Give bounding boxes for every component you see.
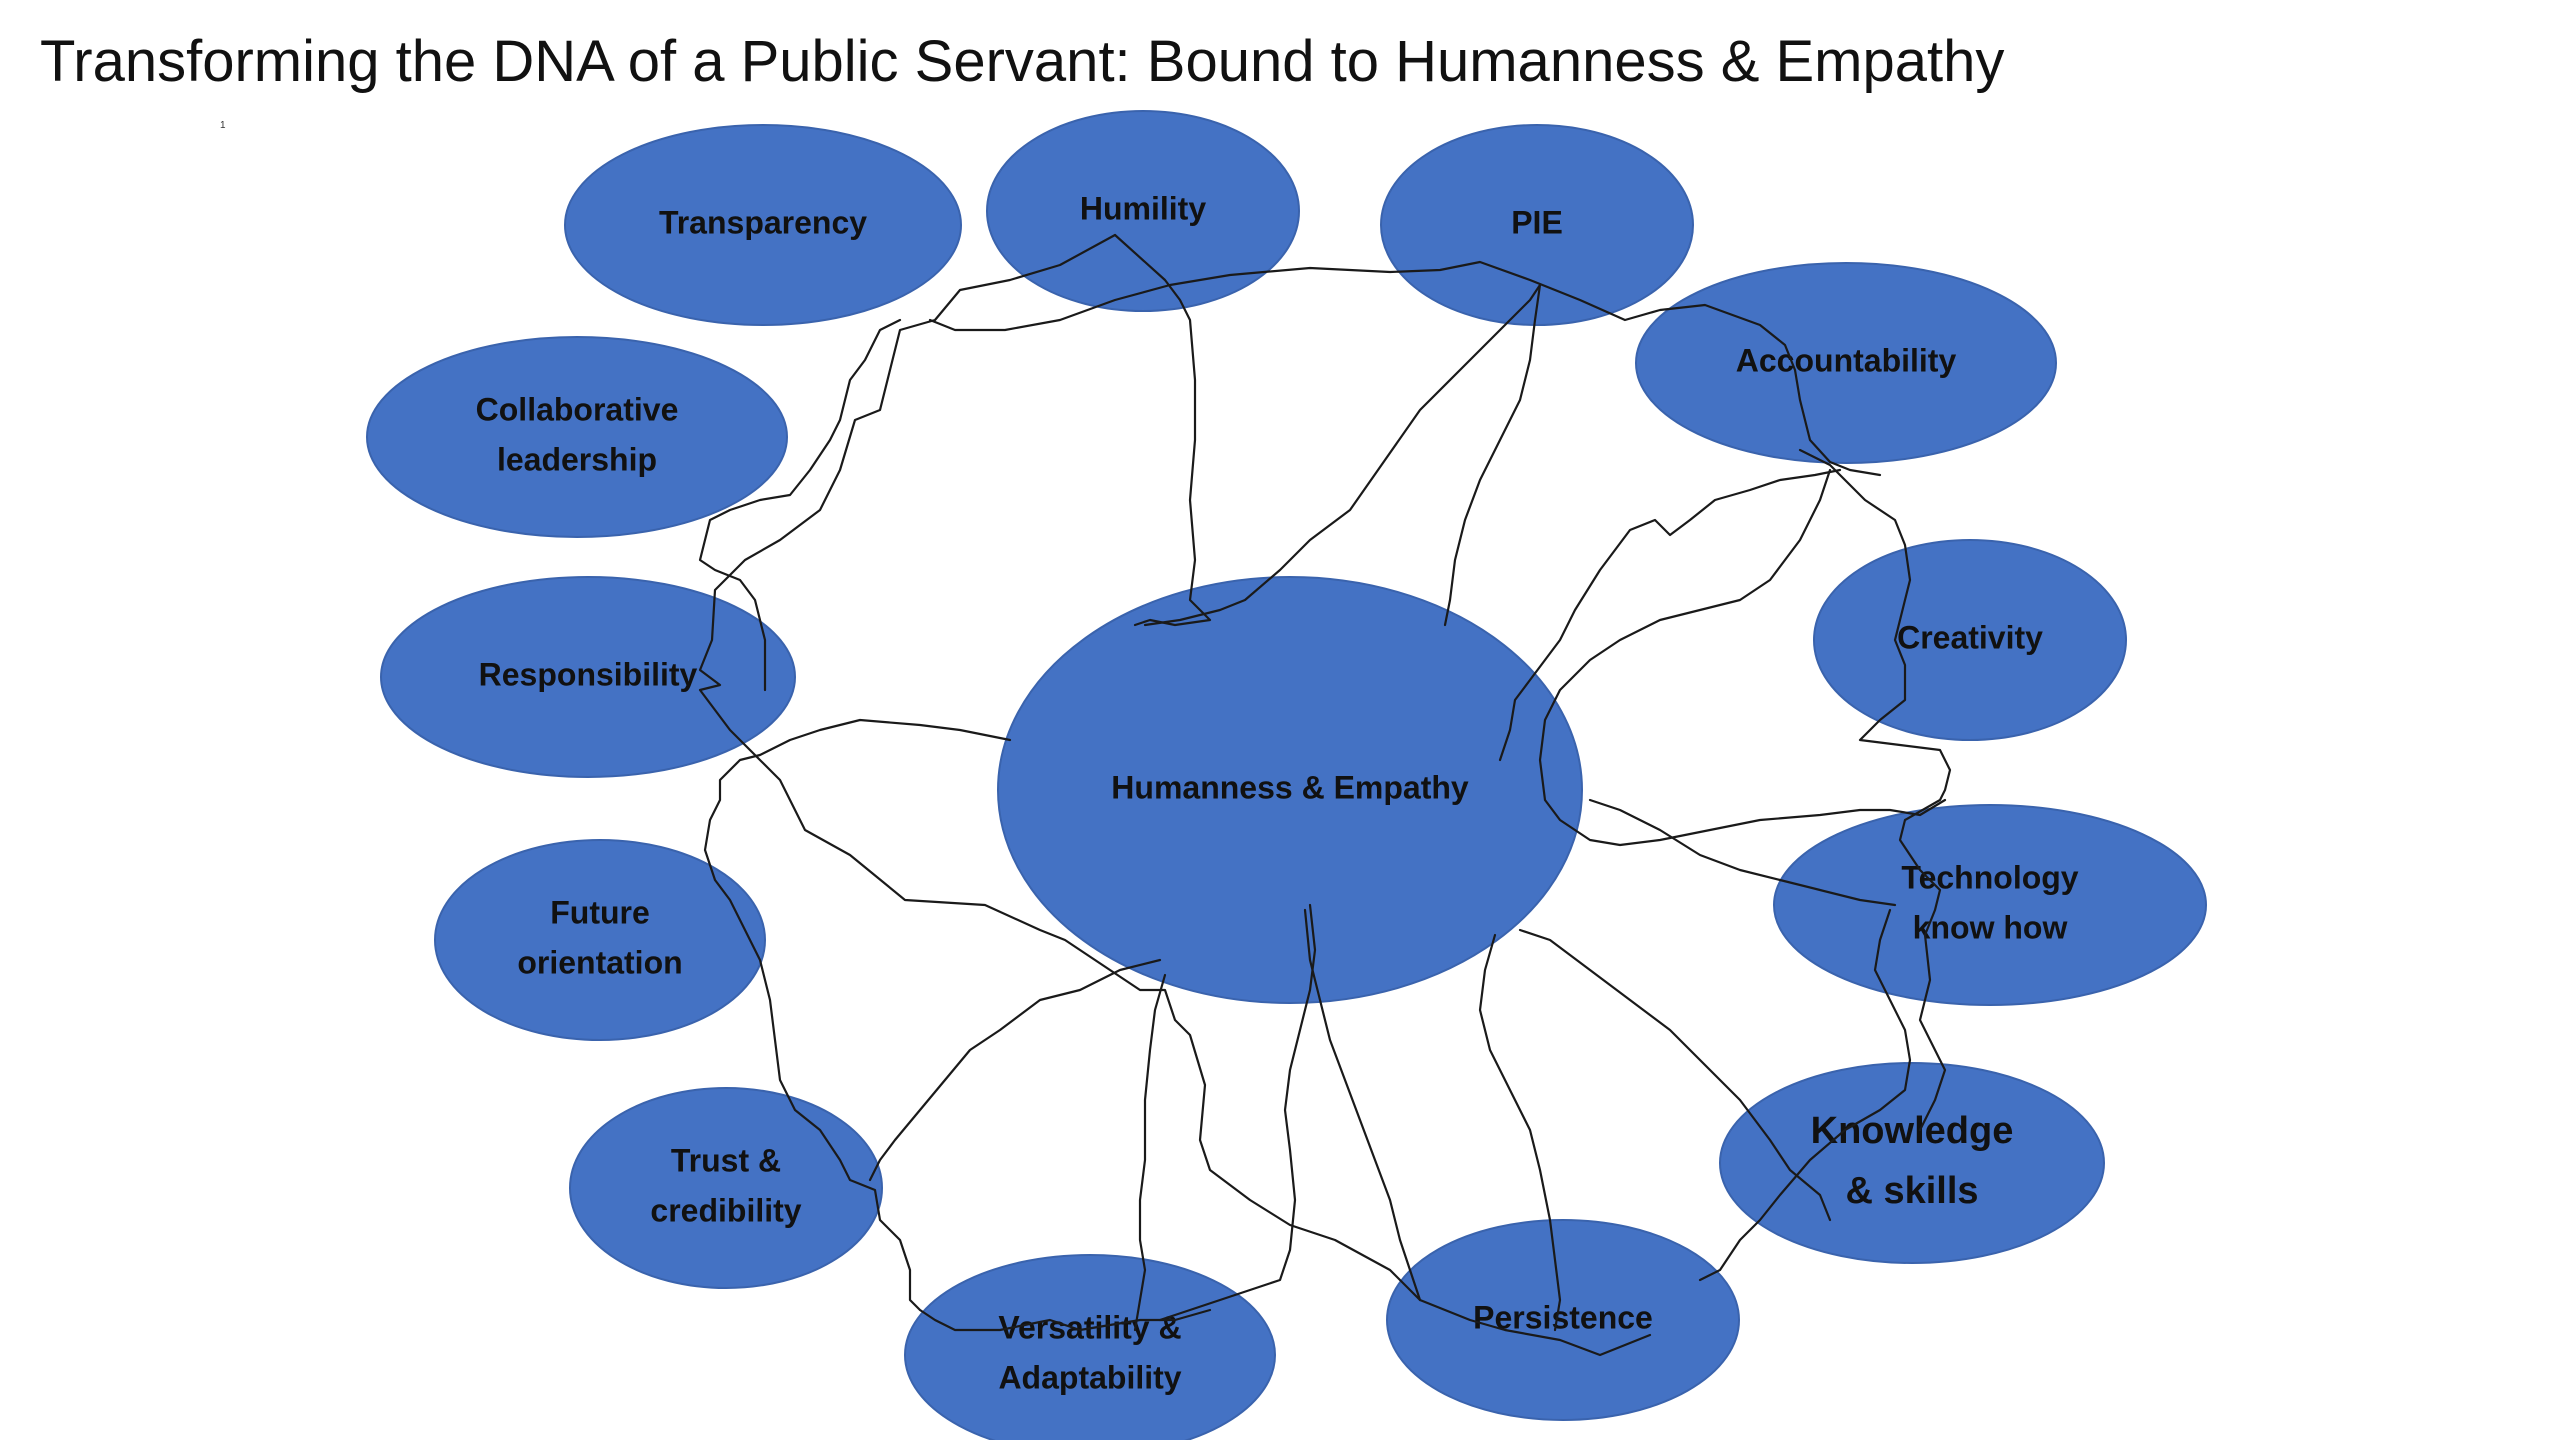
node-center-label: Humanness & Empathy: [1111, 769, 1469, 805]
node-future-orientation-label: Future: [550, 894, 650, 930]
node-future-orientation-ellipse: [434, 839, 766, 1041]
node-versatility-adaptability-label: Adaptability: [998, 1359, 1181, 1395]
node-technology-know-how-label: Technology: [1901, 859, 2078, 895]
node-responsibility: Responsibility: [380, 576, 796, 778]
node-collaborative-leadership-label: leadership: [497, 441, 657, 477]
node-technology-know-how-ellipse: [1773, 804, 2207, 1006]
node-collaborative-leadership: Collaborative leadership: [366, 336, 788, 538]
node-trust-credibility-ellipse: [569, 1087, 883, 1289]
node-transparency-label: Transparency: [659, 204, 867, 240]
node-future-orientation: Future orientation: [434, 839, 766, 1041]
node-knowledge-skills: Knowledge & skills: [1719, 1062, 2105, 1264]
node-responsibility-ellipse: [380, 576, 796, 778]
connector-humility-down: [1113, 233, 1212, 627]
connector-technology-knowledge: [1698, 908, 1912, 1282]
connector-pie-to-center: [1143, 283, 1542, 627]
node-versatility-adaptability: Versatility &Adaptability: [904, 1254, 1276, 1440]
node-trust-credibility-label: credibility: [650, 1192, 801, 1228]
node-humility-label: Humility: [1080, 190, 1206, 226]
node-accountability-ellipse: [1635, 262, 2057, 464]
node-persistence-ellipse: [1386, 1219, 1740, 1421]
connector-center-to-trust: [868, 958, 1162, 1182]
node-center: Humanness & Empathy: [997, 576, 1583, 1004]
node-knowledge-skills-label: Knowledge: [1811, 1110, 2014, 1152]
node-trust-credibility: Trust & credibility: [569, 1087, 883, 1289]
node-collaborative-leadership-ellipse: [366, 336, 788, 538]
node-persistence-label: Persistence: [1473, 1299, 1653, 1335]
connector-accountability-sweep: [1538, 468, 1947, 847]
connector-accountability-to-center: [1498, 468, 1842, 762]
connector-left-upper: [698, 318, 902, 692]
slide-title: Transforming the DNA of a Public Servant…: [40, 29, 2005, 94]
node-pie-label: PIE: [1511, 204, 1563, 240]
node-knowledge-skills-ellipse: [1719, 1062, 2105, 1264]
connector-center-to-versatility: [1303, 908, 1422, 1302]
connector-humility-to-center: [698, 233, 1652, 1357]
node-creativity-ellipse: [1813, 539, 2127, 741]
node-transparency: Transparency: [564, 124, 962, 326]
node-persistence: Persistence: [1386, 1219, 1740, 1421]
footnote-mark: 1: [220, 120, 226, 131]
node-creativity: Creativity: [1813, 539, 2127, 741]
node-creativity-label: Creativity: [1897, 619, 2043, 655]
hand-drawn-connectors: [698, 233, 1952, 1357]
connector-center-to-technology: [1588, 798, 1897, 907]
node-pie-ellipse: [1380, 124, 1694, 326]
connector-center-to-knowledge: [1518, 928, 1832, 1222]
node-knowledge-skills-label: & skills: [1845, 1170, 1978, 1212]
node-collaborative-leadership-label: Collaborative: [476, 391, 679, 427]
node-technology-know-how: Technology know how: [1773, 804, 2207, 1006]
node-technology-know-how-label: know how: [1913, 909, 2068, 945]
node-responsibility-label: Responsibility: [479, 656, 698, 692]
connector-center-to-versatility-left: [1133, 973, 1167, 1332]
node-center-ellipse: [997, 576, 1583, 1004]
connector-center-down: [1158, 903, 1317, 1322]
node-future-orientation-label: orientation: [517, 944, 682, 980]
connector-center-to-persistence: [1478, 933, 1562, 1332]
node-accountability: Accountability: [1635, 262, 2057, 464]
connector-top-arc: [928, 260, 1882, 477]
connector-accountability-loop: [1798, 448, 1952, 1132]
node-transparency-ellipse: [564, 124, 962, 326]
node-pie: PIE: [1380, 124, 1694, 326]
node-trust-credibility-label: Trust &: [671, 1142, 781, 1178]
node-humility: Humility: [986, 110, 1300, 312]
node-versatility-adaptability-ellipse: [904, 1254, 1276, 1440]
node-accountability-label: Accountability: [1736, 342, 1957, 378]
connector-left-arc: [703, 718, 1212, 1332]
connector-pie-down: [1443, 283, 1542, 627]
node-humility-ellipse: [986, 110, 1300, 312]
